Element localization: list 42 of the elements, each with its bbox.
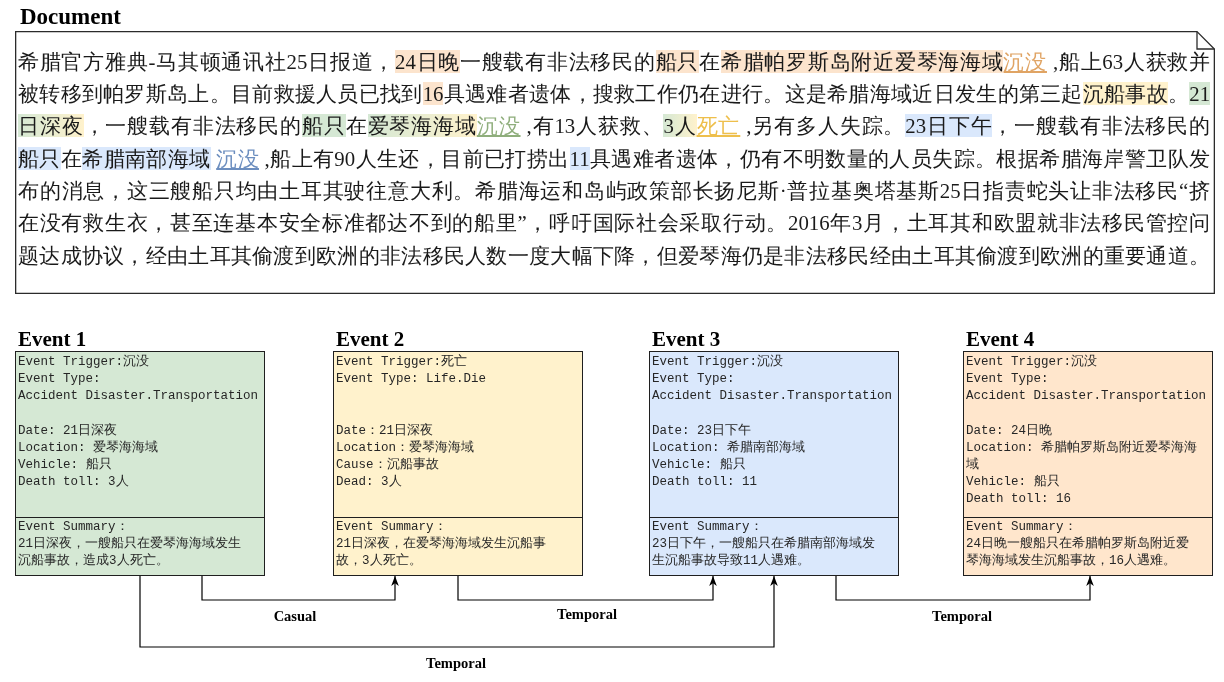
attribute-line: Date：21日深夜 — [336, 423, 434, 440]
heading: Document — [20, 4, 121, 30]
summary-text: 24日晚一艘船只在希腊帕罗斯岛附近爱琴海海域发生沉船事故，16人遇难。 — [966, 536, 1190, 571]
attribute-line: Event Type: Life.Die — [336, 371, 488, 389]
summary-text: 23日下午，一艘船只在希腊南部海域发生沉船事故导致11人遇难。 — [652, 536, 876, 571]
attribute-line: Location: 希腊南部海域 — [652, 440, 806, 457]
attribute-line: Location: 爱琴海海域 — [18, 440, 159, 457]
attribute-line: Location：爱琴海海域 — [336, 440, 475, 457]
summary-text: 21日深夜，一艘船只在爱琴海海域发生沉船事故，造成3人死亡。 — [18, 536, 242, 571]
arrow — [835, 575, 1094, 601]
summary-label: Event Summary： — [18, 519, 130, 536]
heading: Event 2 — [336, 327, 405, 351]
attribute-line: Date: 24日晚 — [966, 423, 1053, 440]
attribute-line: Vehicle: 船只 — [18, 457, 113, 474]
summary-label: Event Summary： — [336, 519, 448, 536]
attribute-line: Event Trigger:沉没 — [18, 354, 151, 372]
attribute-line: Vehicle: 船只 — [966, 474, 1061, 491]
attribute-line: Death toll: 3人 — [18, 474, 130, 491]
attribute-line: Dead: 3人 — [336, 474, 403, 491]
summary-label: Event Summary： — [966, 519, 1078, 536]
summary-text: 21日深夜，在爱琴海海域发生沉船事故，3人死亡。 — [336, 536, 547, 571]
attribute-line: Date: 21日深夜 — [18, 423, 118, 440]
attribute-line: Event Trigger:死亡 — [336, 354, 469, 372]
summary-label: Event Summary： — [652, 519, 764, 536]
heading: Event 1 — [18, 327, 87, 351]
attribute-line: Event Type: Accident Disaster.Transportation — [966, 371, 1208, 406]
heading: Event 3 — [652, 327, 721, 351]
attribute-line: Event Type: Accident Disaster.Transportation — [652, 371, 894, 406]
attribute-line: Event Type: Accident Disaster.Transportation — [18, 371, 260, 406]
attribute-line: Location: 希腊帕罗斯岛附近爱琴海海域 — [966, 440, 1198, 474]
attribute-line: Death toll: 16 — [966, 491, 1073, 508]
attribute-line: Death toll: 11 — [652, 474, 759, 491]
attribute-line: Cause：沉船事故 — [336, 457, 440, 474]
attribute-line: Event Trigger:沉没 — [652, 354, 785, 372]
heading: Event 4 — [966, 327, 1035, 351]
arrow — [139, 575, 778, 648]
arrow — [457, 575, 717, 601]
attribute-line: Date: 23日下午 — [652, 423, 752, 440]
attribute-line: Event Trigger:沉没 — [966, 354, 1099, 372]
attribute-line: Vehicle: 船只 — [652, 457, 747, 474]
paragraph: 希腊官方雅典-马其顿通讯社25日报道，24日晚一艘载有非法移民的船只在希腊帕罗斯岛附近爱琴海海域沉没 ,船上63人获救并被转移到帕罗斯岛上。目前救援人员已找到16具遇难者遗体，搜救工作仍在进行。这是希腊海域近日发生的第三起沉船事故。21日深夜，一艘载有非法移民的船只在爱琴海海域沉没 ,有13人获救、3人死亡 ,另有多人失踪。23日下午，一艘载有非法移民的船只在希腊南部海域 沉没 ,船上有90人生还，目前已打捞出11具遇难者遗体，仍有不明数量的人员失踪。根据希腊海岸警卫队发布的消息，这三艘船只均由土耳其驶往意大利。希腊海运和岛屿政策部长扬尼斯·普拉基奥塔基斯25日指责蛇头让非法移民“挤在没有救生衣，甚至连基本安全标准都达不到的船里”，呼吁国际社会采取行动。2016年3月，土耳其和欧盟就非法移民管控问题达成协议，经由土耳其偷渡到欧洲的非法移民人数一度大幅下降，但爱琴海仍是非法移民经由土耳其偷渡到欧洲的重要通道。 — [18, 48, 1210, 269]
arrow — [201, 575, 399, 601]
